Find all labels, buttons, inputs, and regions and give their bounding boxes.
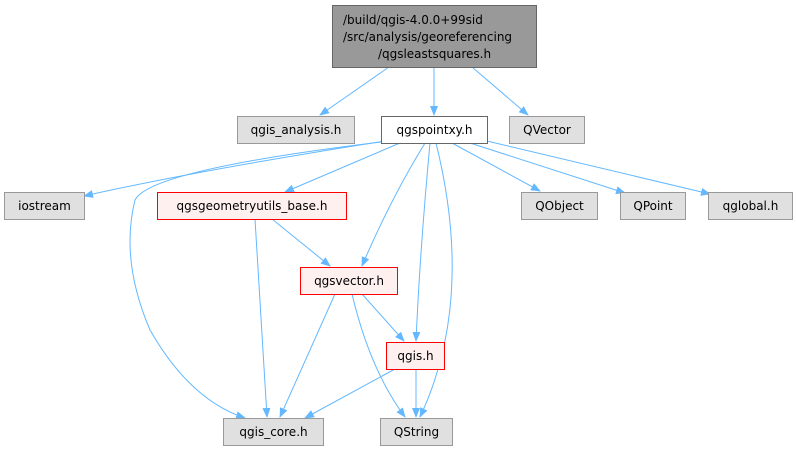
edge-qgsvector-qgiscore xyxy=(279,293,336,418)
edge-qgsvector-qstring xyxy=(351,293,406,418)
node-qvector[interactable]: QVector xyxy=(509,116,585,144)
node-qglobal[interactable]: qglobal.h xyxy=(708,192,793,220)
edge-pxy-qobject xyxy=(451,142,541,192)
node-label: qgis_core.h xyxy=(239,425,307,439)
edge-pxy-qglobal xyxy=(486,140,711,196)
node-label: QPoint xyxy=(633,199,673,213)
node-root-file: /build/qgis-4.0.0+99sid /src/analysis/ge… xyxy=(332,5,537,68)
root-path-line-3: /qgsleastsquares.h xyxy=(378,47,491,61)
node-label: qgis.h xyxy=(397,349,433,363)
edge-pxy-qstring xyxy=(419,142,453,418)
edge-pxy-qpoint xyxy=(469,142,626,195)
edge-qgis-qgiscore xyxy=(304,368,396,419)
edge-root-qgis-analysis xyxy=(319,66,390,116)
edge-pxy-qgsvector xyxy=(361,142,426,267)
edge-root-qvector xyxy=(471,66,529,116)
node-label: iostream xyxy=(18,199,71,213)
edge-pxy-geomutils xyxy=(284,142,401,193)
node-qgis[interactable]: qgis.h xyxy=(386,342,445,370)
node-qgspointxy[interactable]: qgspointxy.h xyxy=(381,116,488,144)
node-label: qgspointxy.h xyxy=(396,123,472,137)
edge-qgsvector-qgis xyxy=(361,293,405,342)
node-label: QString xyxy=(394,425,439,439)
edge-pxy-iostream xyxy=(83,140,386,198)
node-iostream[interactable]: iostream xyxy=(4,192,85,220)
node-qobject[interactable]: QObject xyxy=(521,192,598,220)
node-qgsvector[interactable]: qgsvector.h xyxy=(300,267,398,295)
edge-geomutils-qgsvector xyxy=(271,218,331,267)
root-path-line-2: /src/analysis/georeferencing xyxy=(343,30,512,44)
node-label: QVector xyxy=(523,123,571,137)
node-label: QObject xyxy=(535,199,584,213)
node-qgis-core[interactable]: qgis_core.h xyxy=(223,418,324,446)
edges xyxy=(83,66,711,419)
node-label: qgsvector.h xyxy=(314,274,384,288)
node-label: qgis_analysis.h xyxy=(251,123,342,137)
root-path-line-1: /build/qgis-4.0.0+99sid xyxy=(343,13,483,27)
node-qgis-analysis[interactable]: qgis_analysis.h xyxy=(237,116,355,144)
node-label: qglobal.h xyxy=(723,199,779,213)
node-qstring[interactable]: QString xyxy=(380,418,453,446)
edge-pxy-qgis xyxy=(412,142,431,342)
edge-pxy-qgiscore xyxy=(129,141,382,419)
node-label: qgsgeometryutils_base.h xyxy=(177,199,328,213)
node-qgsgeometryutils-base[interactable]: qgsgeometryutils_base.h xyxy=(157,192,347,220)
edge-geomutils-qgiscore xyxy=(254,218,271,418)
node-qpoint[interactable]: QPoint xyxy=(620,192,686,220)
